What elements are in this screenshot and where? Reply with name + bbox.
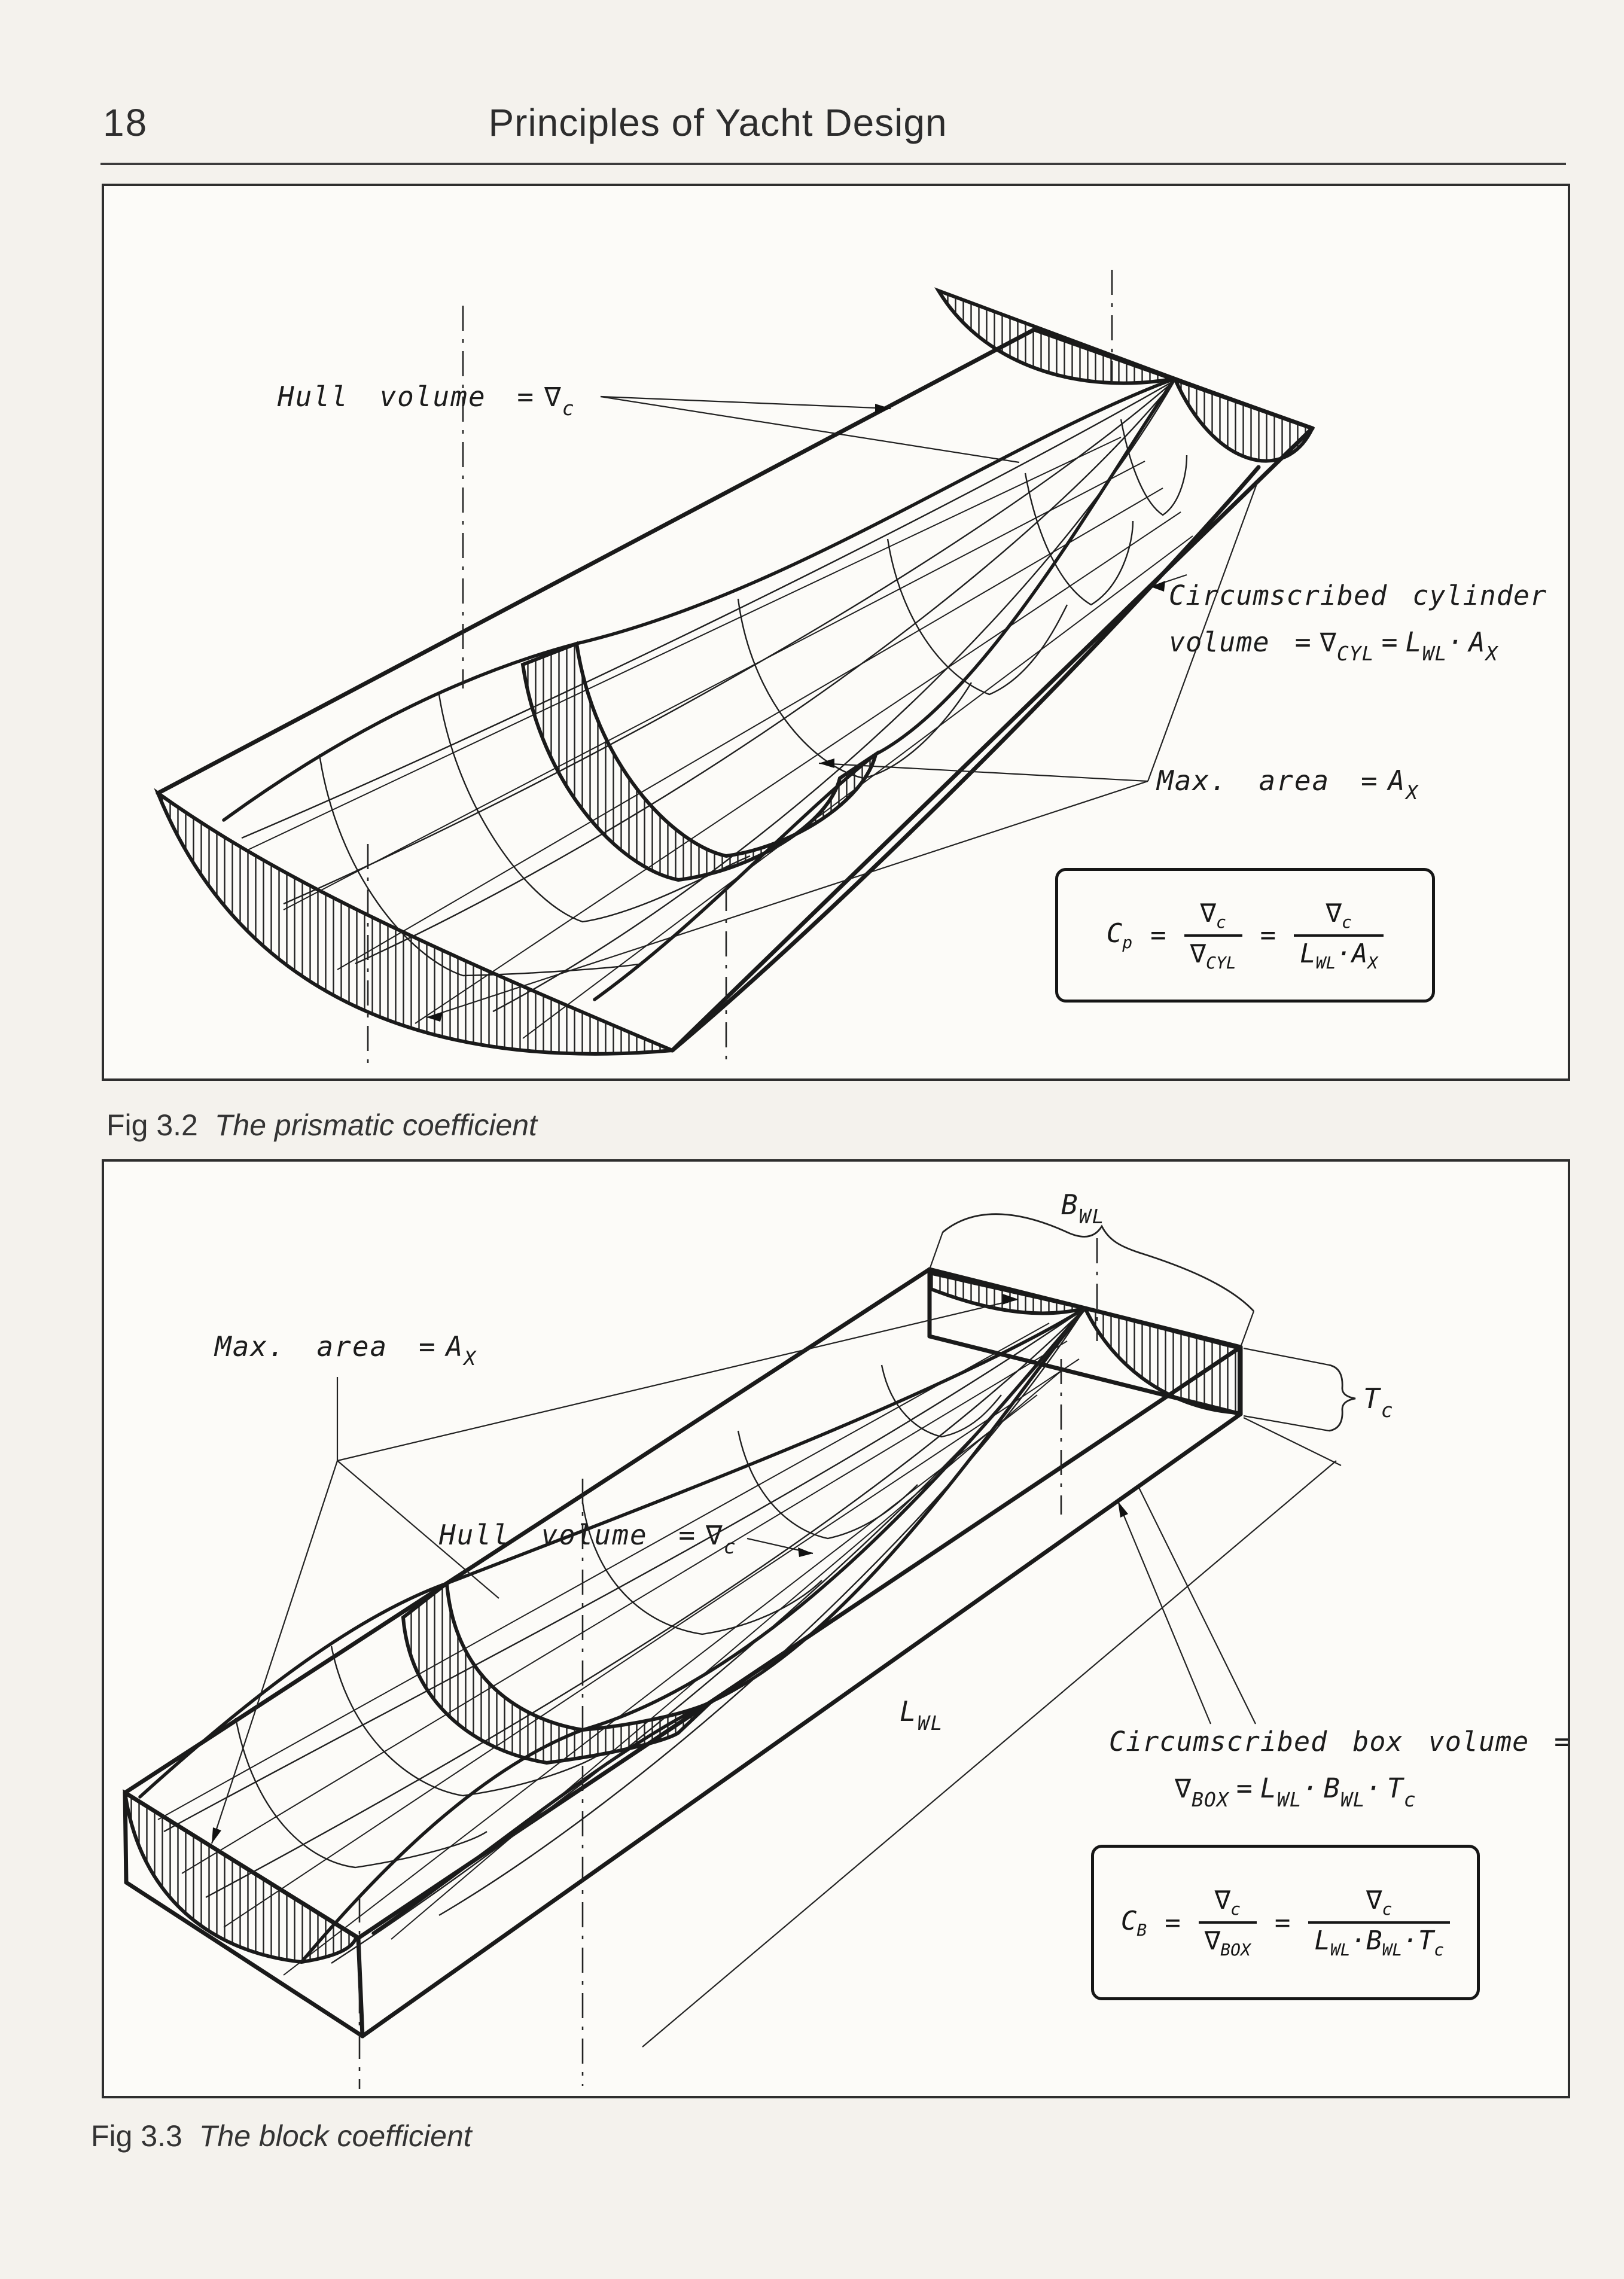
cb-formula-box: CB = ∇c ∇BOX = ∇c LWL·BWL·Tc — [1091, 1845, 1480, 2000]
tc-dimension-brace — [1243, 1347, 1356, 1432]
header-rule — [100, 163, 1566, 165]
leader-lines — [426, 395, 1260, 1022]
cp-fraction-2: ∇c LWL·AX — [1294, 898, 1384, 973]
caption-title: The prismatic coefficient — [214, 1108, 537, 1142]
figure-3-3-block-coefficient: Max. area =AX Hull volume =∇c Circumscri… — [102, 1159, 1570, 2098]
bwl-label: BWL — [1061, 1189, 1105, 1228]
leader-arrow-icon — [875, 404, 891, 413]
leader-arrow-icon — [1118, 1501, 1128, 1518]
hull-volume-label: Hull volume =∇c — [277, 380, 575, 420]
box-volume-label-line2: ∇BOX=LWL·BWL·Tc — [1174, 1772, 1416, 1811]
centerlines — [367, 270, 1113, 1071]
max-area-label: Max. area =AX — [214, 1330, 477, 1370]
lwl-dimension-line — [642, 1417, 1342, 2048]
lwl-label: LWL — [900, 1695, 943, 1735]
figure-3-3-caption: Fig 3.3 The block coefficient — [91, 2119, 472, 2153]
max-area-label: Max. area =AX — [1156, 764, 1419, 804]
page-header-title: Principles of Yacht Design — [488, 101, 947, 144]
prismatic-coefficient-drawing: Hull volume =∇c Circumscribed cylinder v… — [154, 270, 1547, 1071]
caption-label: Fig 3.3 — [91, 2119, 182, 2153]
cylinder-volume-label-line1: Circumscribed cylinder — [1169, 580, 1547, 611]
figure-3-2-caption: Fig 3.2 The prismatic coefficient — [106, 1108, 537, 1142]
box-volume-label-line1: Circumscribed box volume = — [1109, 1726, 1568, 1757]
leader-arrow-icon — [212, 1827, 221, 1844]
page-number: 18 — [103, 101, 148, 144]
leader-arrow-icon — [427, 1012, 443, 1022]
cb-fraction-1: ∇c ∇BOX — [1198, 1885, 1257, 1960]
stern-section-hatch — [154, 788, 674, 1056]
leader-arrow-icon — [819, 758, 834, 768]
hull-outline — [138, 1306, 1087, 1964]
block-coefficient-drawing: Max. area =AX Hull volume =∇c Circumscri… — [123, 1189, 1568, 2089]
centerlines — [358, 1238, 1098, 2089]
bow-section-hatch — [934, 287, 1315, 463]
cylinder-volume-label-line2: volume =∇CYL=LWL·AX — [1169, 626, 1499, 665]
leader-arrow-icon — [1003, 1294, 1018, 1305]
hull-volume-label: Hull volume =∇c — [438, 1519, 737, 1558]
hull-station-grid — [234, 1364, 1002, 1869]
cb-fraction-2: ∇c LWL·BWL·Tc — [1308, 1885, 1451, 1960]
stern-section-hatch — [123, 1789, 359, 1964]
midship-section-hatch — [520, 641, 879, 882]
hull-diagonal-grid — [157, 1323, 1080, 1976]
figure-3-2-prismatic-coefficient: Hull volume =∇c Circumscribed cylinder v… — [102, 184, 1570, 1081]
caption-title: The block coefficient — [199, 2119, 472, 2153]
leader-arrow-icon — [1151, 581, 1165, 592]
hull-diagonal-grid — [247, 437, 1193, 1039]
bow-section-hatch — [928, 1270, 1241, 1415]
cp-symbol: Cp — [1106, 918, 1133, 952]
bwl-dimension-brace — [928, 1213, 1255, 1348]
cp-fraction-1: ∇c ∇CYL — [1184, 898, 1242, 973]
caption-label: Fig 3.2 — [106, 1108, 198, 1142]
cb-symbol: CB — [1120, 1905, 1147, 1940]
midship-section-hatch — [401, 1580, 713, 1765]
tc-label: Tc — [1363, 1382, 1394, 1422]
leader-lines — [211, 1294, 1256, 1844]
hull-waterline-grid — [163, 1308, 1086, 1964]
cp-formula-box: Cp = ∇c ∇CYL = ∇c LWL·AX — [1055, 868, 1435, 1003]
leader-arrow-icon — [798, 1547, 813, 1557]
